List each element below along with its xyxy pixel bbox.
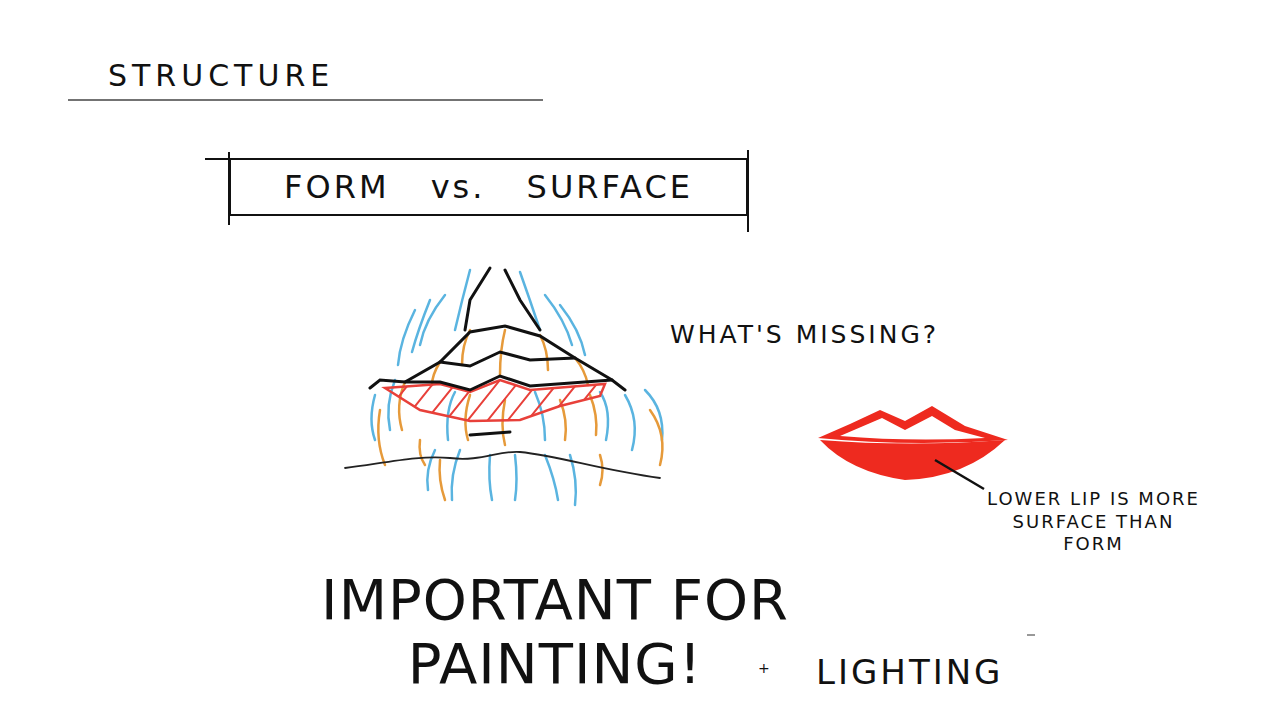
box-heading: FORM vs. SURFACE <box>284 168 693 206</box>
title-underline <box>68 99 543 101</box>
label-holder: WHAT'S MISSING? <box>670 320 939 350</box>
title-box: FORM vs. SURFACE <box>229 158 748 216</box>
lighting-note: LIGHTING <box>816 652 1003 693</box>
emphasis-note: IMPORTANT FOR PAINTING! <box>265 568 845 697</box>
question-note: WHAT'S MISSING? <box>670 320 939 350</box>
label-holder: + <box>758 660 770 677</box>
leader-line <box>935 460 984 489</box>
label-holder: LIGHTING <box>816 652 1003 693</box>
box-overhang <box>205 158 232 160</box>
label-holder: LOWER LIP IS MORE SURFACE THAN FORM <box>986 488 1201 556</box>
stray-mark <box>1027 635 1035 636</box>
page-title: STRUCTURE <box>108 58 334 93</box>
lip-structure-sketch <box>345 268 662 505</box>
label-holder: IMPORTANT FOR PAINTING! <box>265 568 845 697</box>
callout-note: LOWER LIP IS MORE SURFACE THAN FORM <box>986 488 1201 556</box>
plus-sign: + <box>758 660 770 677</box>
title-holder: STRUCTURE <box>108 58 334 93</box>
red-lips <box>818 406 1008 480</box>
